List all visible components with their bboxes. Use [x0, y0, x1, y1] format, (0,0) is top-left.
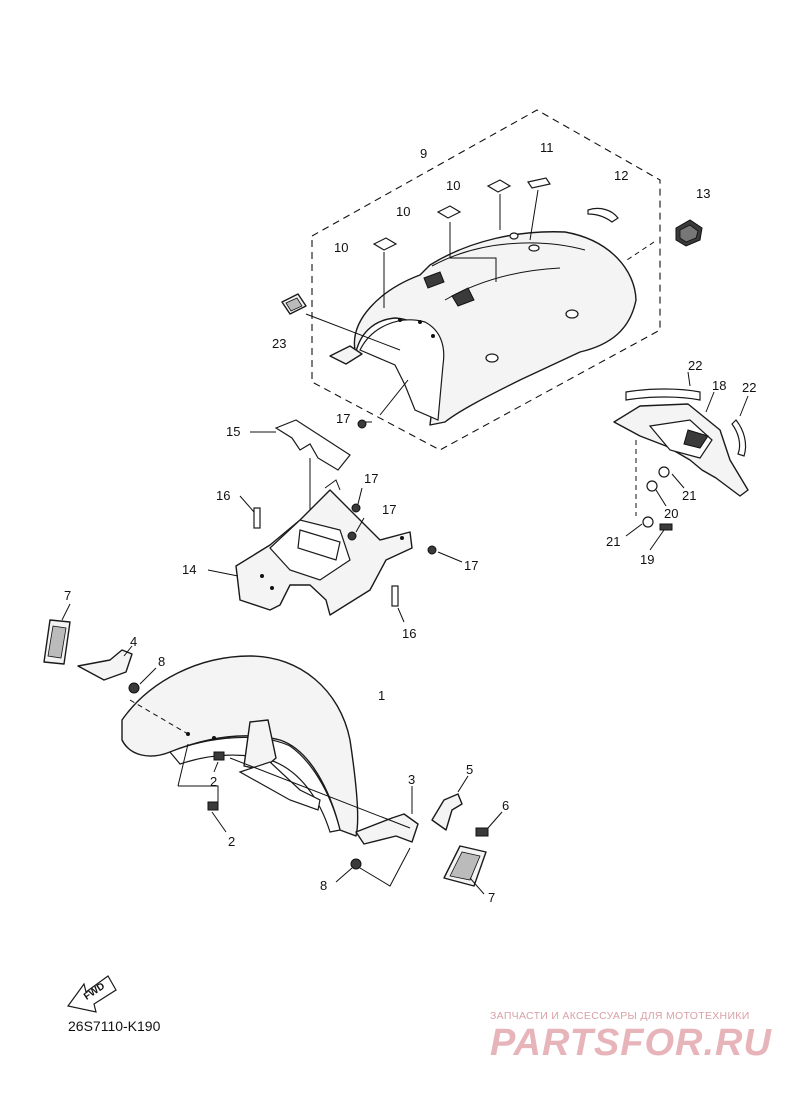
cover-22-a	[625, 388, 701, 401]
bolt-19	[659, 523, 673, 531]
label-10-c	[486, 179, 512, 193]
callout-7-b: 7	[488, 890, 495, 905]
callout-21-b: 21	[606, 534, 620, 549]
rear-fender-assembly-boundary	[311, 109, 661, 451]
front-fender	[121, 655, 359, 837]
callout-23: 23	[272, 336, 286, 351]
callout-9: 9	[420, 146, 427, 161]
inner-fender-14	[235, 479, 413, 616]
callout-11: 11	[540, 140, 554, 155]
clip-16-b	[391, 585, 399, 607]
callout-14: 14	[182, 562, 196, 577]
reflector-7-left	[43, 619, 71, 665]
grommet-13	[675, 219, 703, 247]
clamp-5	[431, 793, 463, 831]
reflector-7-right	[443, 845, 487, 887]
callout-2-a: 2	[210, 774, 217, 789]
callout-5: 5	[466, 762, 473, 777]
callout-10-a: 10	[334, 240, 348, 255]
washer-20	[646, 480, 658, 492]
rear-bracket-18	[613, 403, 749, 497]
callout-22-a: 22	[688, 358, 702, 373]
fender-slot-right	[451, 287, 475, 307]
reflector-bracket-4	[77, 649, 133, 681]
bolt-17-a	[357, 419, 367, 429]
reflector-bracket-3	[355, 813, 419, 845]
callout-6: 6	[502, 798, 509, 813]
callout-8-a: 8	[158, 654, 165, 669]
bolt-17-d	[427, 545, 437, 555]
callout-19: 19	[640, 552, 654, 567]
bolt-2-b	[207, 801, 219, 811]
watermark-brand: PARTSFOR.RU	[490, 1022, 772, 1064]
callout-21-a: 21	[682, 488, 696, 503]
callout-18: 18	[712, 378, 726, 393]
label-10-b	[436, 205, 462, 219]
callout-2-b: 2	[228, 834, 235, 849]
label-10-a	[372, 237, 398, 251]
washer-21-b	[642, 516, 654, 528]
callout-1: 1	[378, 688, 385, 703]
callout-10-c: 10	[446, 178, 460, 193]
watermark-caption: ЗАПЧАСТИ И АКСЕССУАРЫ ДЛЯ МОТОТЕХНИКИ	[490, 1010, 750, 1022]
nut-8-a	[128, 682, 140, 694]
bolt-17-c	[347, 531, 357, 541]
washer-21-a	[658, 466, 670, 478]
callout-13: 13	[696, 186, 710, 201]
callout-15: 15	[226, 424, 240, 439]
fender-slot-left	[423, 271, 445, 289]
callout-17-b: 17	[364, 471, 378, 486]
callout-8-b: 8	[320, 878, 327, 893]
clip-16-a	[253, 507, 261, 529]
bolt-2-a	[213, 751, 225, 761]
callout-17-c: 17	[382, 502, 396, 517]
callout-16-a: 16	[216, 488, 230, 503]
nut-8-b	[350, 858, 362, 870]
callout-20: 20	[664, 506, 678, 521]
callout-22-b: 22	[742, 380, 756, 395]
protector-12	[587, 207, 619, 223]
callout-17-d: 17	[464, 558, 478, 573]
callout-16-b: 16	[402, 626, 416, 641]
diagram-code: 26S7110-K190	[68, 1018, 161, 1034]
cover-22-b	[731, 419, 747, 457]
callout-10-b: 10	[396, 204, 410, 219]
bolt-6	[475, 827, 489, 837]
callout-17-a: 17	[336, 411, 350, 426]
fwd-arrow-icon: FWD	[66, 975, 117, 1013]
callout-7-a: 7	[64, 588, 71, 603]
callout-12: 12	[614, 168, 628, 183]
pad-23	[281, 293, 307, 315]
label-11	[527, 177, 551, 189]
rear-fender	[329, 231, 637, 426]
callout-3: 3	[408, 772, 415, 787]
callout-4: 4	[130, 634, 137, 649]
plate-15	[274, 419, 351, 471]
bolt-17-b	[351, 503, 361, 513]
